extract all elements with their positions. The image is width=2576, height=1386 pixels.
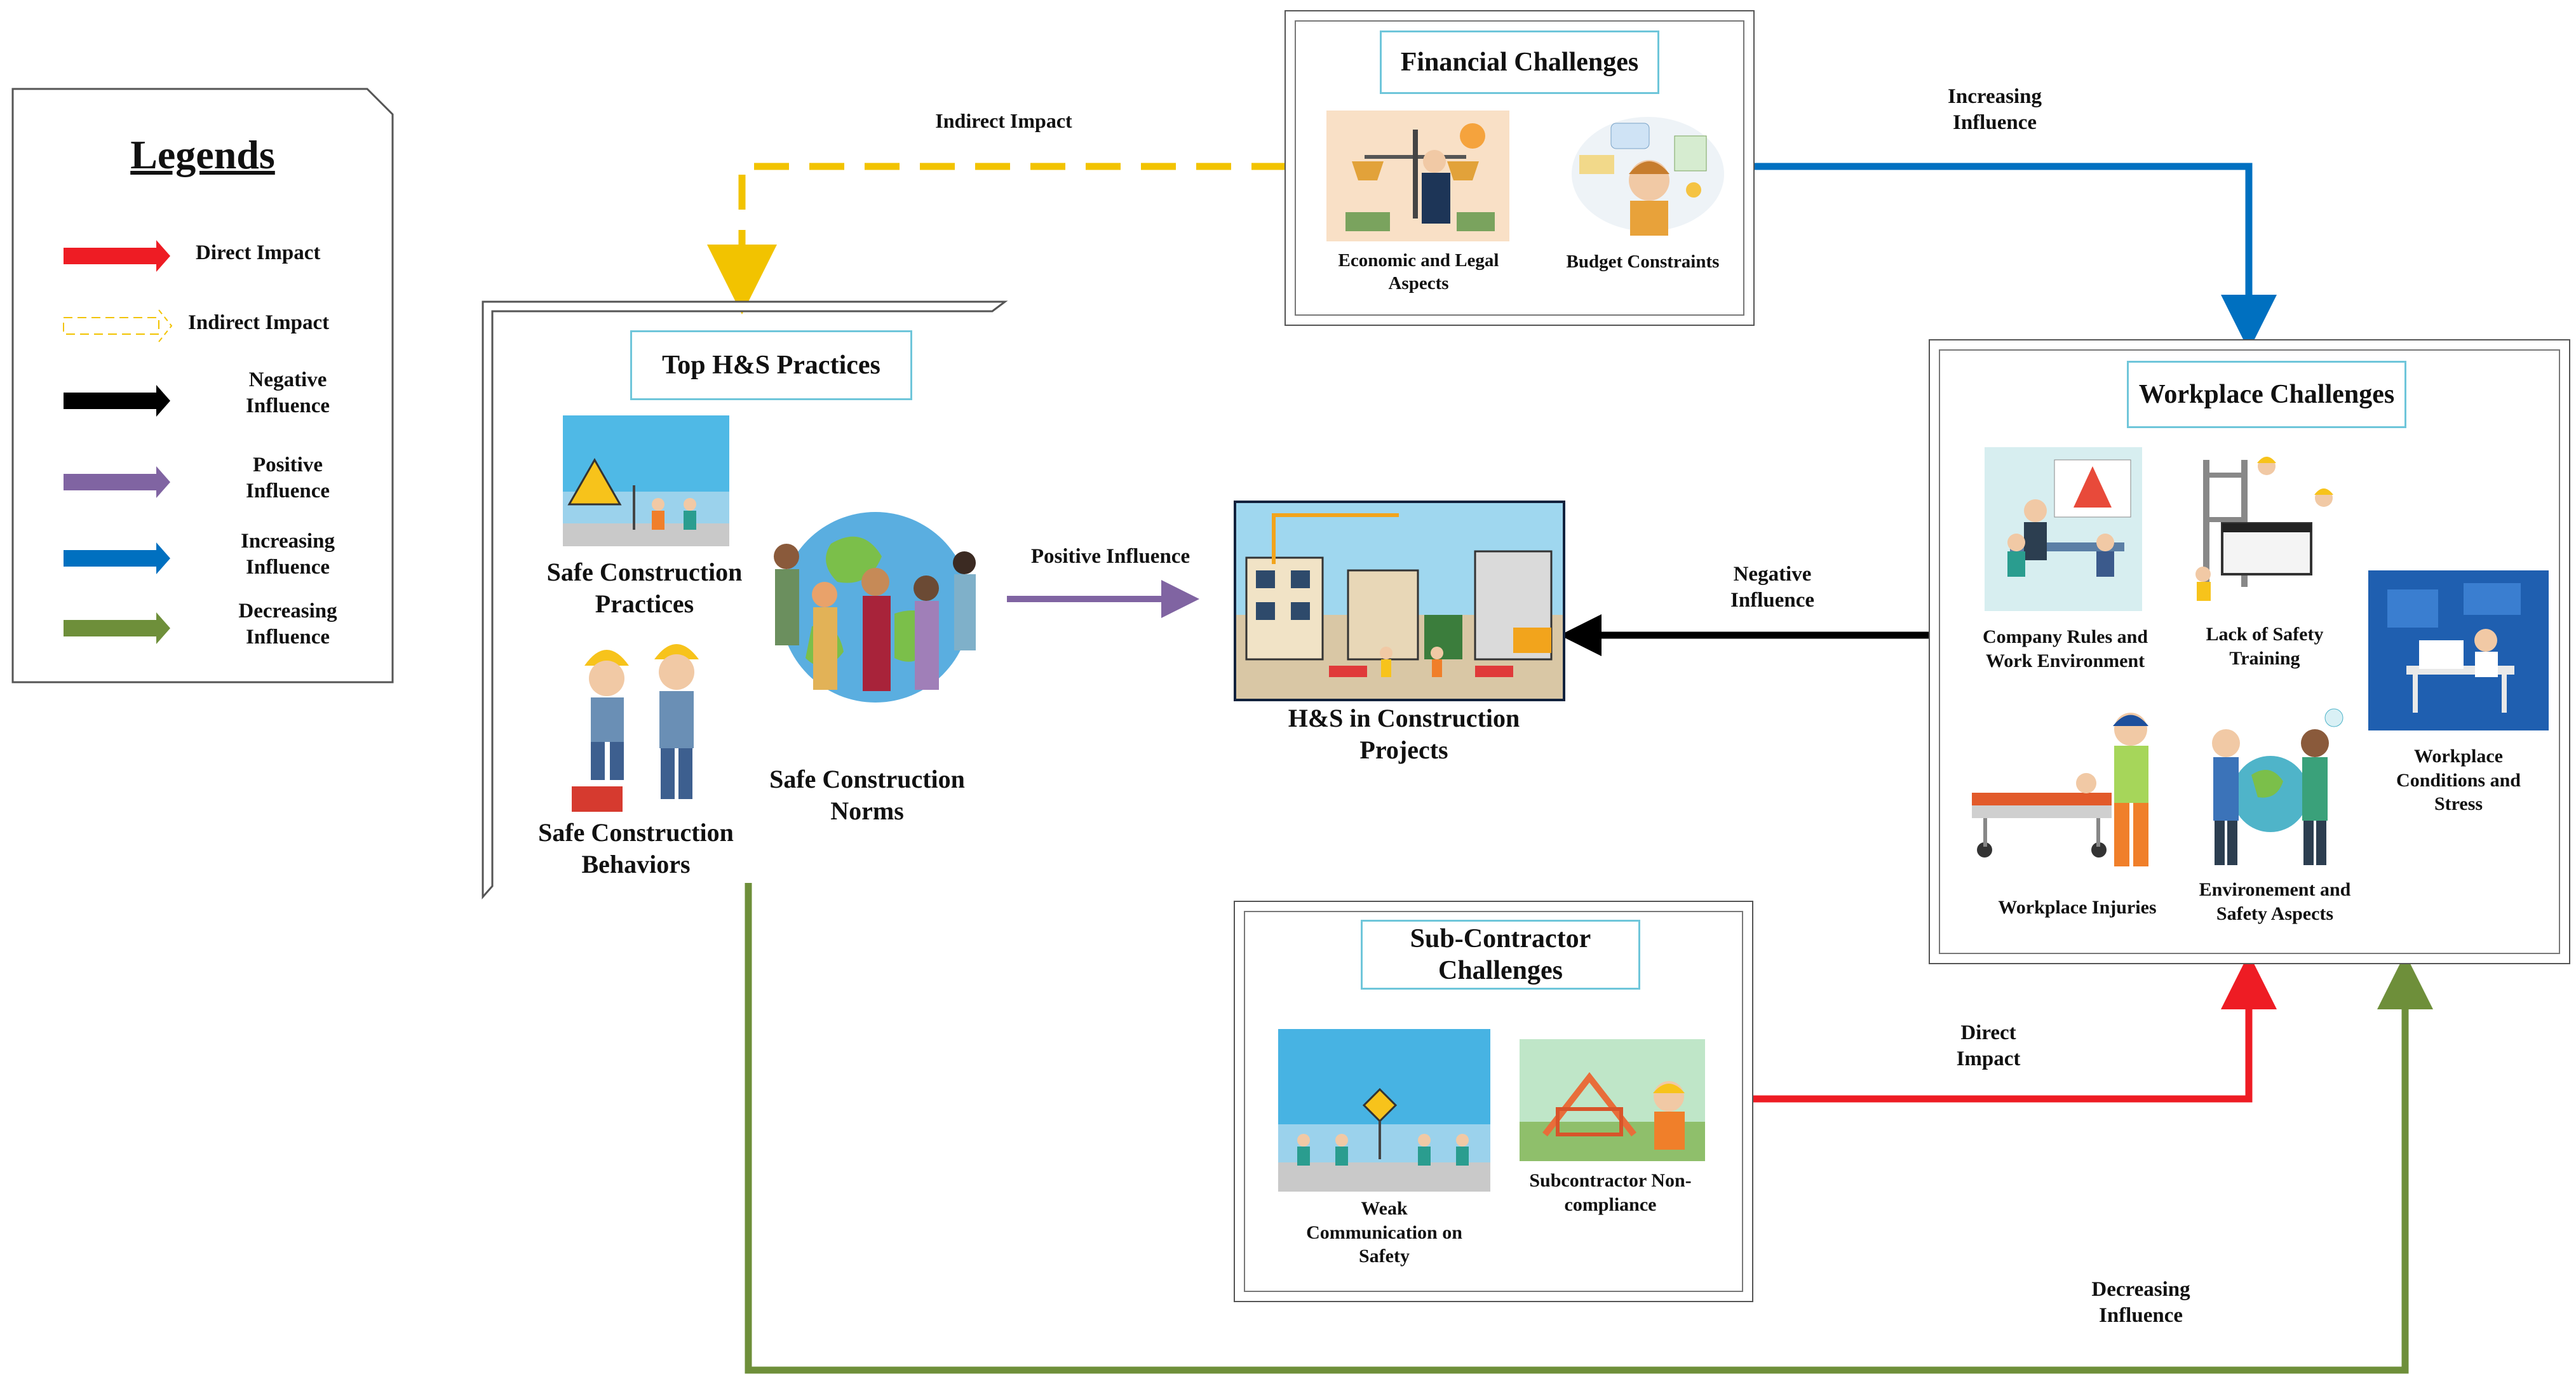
indirect-impact-label: Indirect Impact	[935, 109, 1072, 132]
environment-safety-image	[2188, 705, 2354, 877]
subcontractor-noncompliance-image	[1520, 1039, 1705, 1161]
legend-label-increasing: Increasing Influence	[241, 530, 335, 579]
safe-behaviors-image	[559, 634, 727, 818]
financial-inner-border	[1295, 20, 1744, 316]
decreasing-influence-connector	[745, 883, 2433, 1374]
company-rules-label: Company Rules and Work Environment	[1982, 626, 2148, 671]
safe-behaviors-label: Safe Construction Behaviors	[538, 818, 734, 878]
legend-label-decreasing: Decreasing Influence	[238, 600, 337, 649]
workplace-stress-image	[2368, 570, 2549, 730]
legend-swatch-negative	[64, 385, 170, 417]
safe-practices-label: Safe Construction Practices	[546, 558, 743, 618]
positive-influence-label: Positive Influence	[1030, 545, 1190, 568]
negative-influence-label: Negative Influence	[1730, 563, 1814, 612]
legend-label-positive: Positive Influence	[246, 454, 330, 503]
workplace-challenges-title: Workplace Challenges	[2127, 361, 2406, 428]
direct-impact-label: Direct Impact	[1956, 1021, 2021, 1071]
legend-swatch-positive	[64, 466, 170, 498]
subcontractor-challenges-title: Sub-Contractor Challenges	[1361, 920, 1640, 990]
environment-safety-label: Environement and Safety Aspects	[2199, 879, 2351, 924]
workplace-injuries-label: Workplace Injuries	[1998, 897, 2157, 918]
workplace-stress-label: Workplace Conditions and Stress	[2396, 746, 2521, 814]
legend-label-direct: Direct Impact	[196, 241, 321, 264]
financial-challenges-title: Financial Challenges	[1380, 30, 1659, 94]
safe-norms-image	[761, 487, 986, 738]
legend-swatch-direct	[64, 240, 170, 272]
legend-swatch-indirect	[63, 309, 173, 342]
direct-impact-connector	[1752, 953, 2277, 1103]
economic-legal-label: Economic and Legal Aspects	[1338, 250, 1499, 294]
increasing-influence-connector	[1752, 163, 2277, 351]
workplace-inner-border	[1939, 349, 2560, 954]
workplace-injuries-image	[1966, 704, 2169, 875]
legend-swatch-decreasing	[64, 612, 170, 644]
indirect-impact-connector	[707, 163, 1286, 314]
lack-safety-training-image	[2184, 447, 2348, 614]
subcontractor-inner-border	[1244, 911, 1743, 1292]
top-hs-title: Top H&S Practices	[630, 330, 912, 400]
decreasing-influence-label: Decreasing Influence	[2091, 1278, 2190, 1328]
legend-title: Legends	[130, 132, 275, 177]
increasing-influence-label: Increasing Influence	[1948, 85, 2042, 135]
safe-practices-image	[563, 415, 729, 546]
legend-swatches	[63, 240, 173, 644]
weak-communication-label: Weak Communication on Safety	[1306, 1198, 1462, 1267]
lack-safety-training-label: Lack of Safety Training	[2206, 624, 2324, 669]
center-title: H&S in Construction Projects	[1288, 704, 1520, 764]
budget-constraints-image	[1567, 111, 1729, 241]
legend-frame	[11, 88, 394, 683]
legend-label-negative: Negative Influence	[246, 368, 330, 418]
legend-label-indirect: Indirect Impact	[188, 311, 330, 334]
budget-constraints-label: Budget Constraints	[1566, 252, 1720, 272]
safe-norms-label: Safe Construction Norms	[769, 765, 965, 825]
economic-legal-image	[1326, 111, 1509, 241]
weak-communication-image	[1278, 1029, 1490, 1192]
legend-swatch-increasing	[64, 542, 170, 574]
construction-site-image	[1234, 501, 1565, 701]
legend-panel: Legends Direct Impact Indirect Impact Ne…	[11, 88, 394, 683]
subcontractor-noncompliance-label: Subcontractor Non-compliance	[1529, 1170, 1692, 1215]
company-rules-image	[1985, 447, 2142, 611]
